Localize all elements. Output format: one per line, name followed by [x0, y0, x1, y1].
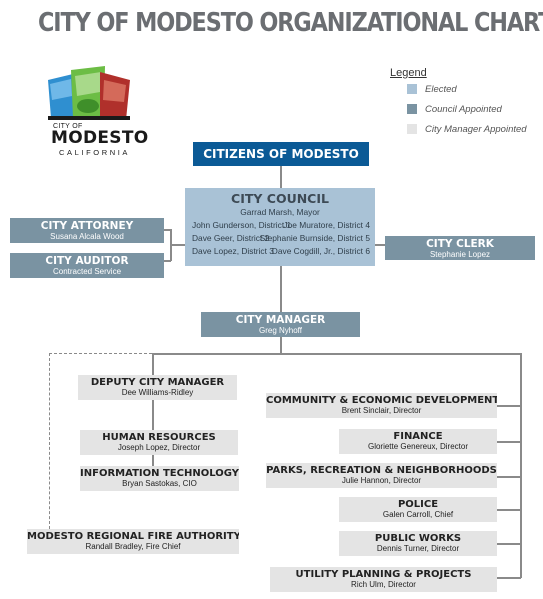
legend-item-manager-appointed: City Manager Appointed — [407, 122, 527, 136]
department-title: POLICE — [397, 499, 439, 510]
connector-parks — [497, 476, 521, 478]
connector-left-vertical — [170, 229, 172, 261]
legend-item-elected: Elected — [407, 82, 457, 96]
city-logo: CITY OF MODESTO CALIFORNIA — [42, 66, 148, 160]
logo-emblem-icon — [48, 66, 130, 120]
connector-dashed-horizontal — [49, 353, 152, 354]
connector-clerk — [375, 244, 385, 246]
connector-citizens-council — [280, 166, 282, 188]
clerk-name: Stephanie Lopez — [429, 250, 491, 259]
connector-attorney — [164, 229, 171, 231]
citizens-box: CITIZENS OF MODESTO — [193, 142, 369, 166]
connector-auditor — [164, 260, 171, 262]
department-title: FINANCE — [393, 431, 443, 442]
legend-label: City Manager Appointed — [425, 123, 527, 135]
legend-swatch-elected — [407, 84, 417, 94]
department-title: PUBLIC WORKS — [374, 533, 462, 544]
connector-council-left-branch — [170, 244, 185, 246]
legend-label: Elected — [425, 83, 457, 95]
human-resources-box: HUMAN RESOURCES Joseph Lopez, Director — [80, 430, 238, 455]
connector-finance — [497, 441, 521, 443]
council-member: Joe Muratore, District 4 — [283, 220, 370, 230]
information-technology-box: INFORMATION TECHNOLOGY Bryan Sastokas, C… — [80, 466, 239, 491]
city-attorney-box: CITY ATTORNEY Susana Alcala Wood — [10, 218, 164, 243]
citizens-title: CITIZENS OF MODESTO — [203, 147, 359, 161]
legend-item-council-appointed: Council Appointed — [407, 102, 502, 116]
council-member: Dave Geer, District 2 — [192, 233, 270, 243]
fire-chief: Randall Bradley, Fire Chief — [85, 542, 181, 551]
council-title: CITY COUNCIL — [231, 191, 329, 206]
connector-left-column — [152, 353, 154, 476]
council-member: Dave Cogdill, Jr., District 6 — [271, 246, 370, 256]
auditor-name: Contracted Service — [52, 267, 122, 276]
legend-swatch-council-appointed — [407, 104, 417, 114]
fire-title: MODESTO REGIONAL FIRE AUTHORITY — [27, 531, 239, 542]
police-box: POLICE Galen Carroll, Chief — [339, 497, 497, 522]
fire-authority-box: MODESTO REGIONAL FIRE AUTHORITY Randall … — [27, 529, 239, 554]
department-title: DEPUTY CITY MANAGER — [90, 377, 225, 388]
deputy-city-manager-box: DEPUTY CITY MANAGER Dee Williams-Ridley — [78, 375, 237, 400]
connector-horizontal-bus — [152, 353, 521, 355]
department-head: Julie Hannon, Director — [341, 476, 422, 485]
connector-dashed-vertical — [49, 353, 50, 529]
connector-manager-bus — [280, 337, 282, 354]
department-head: Bryan Sastokas, CIO — [122, 479, 197, 488]
council-member: Stephanie Burnside, District 5 — [259, 233, 370, 243]
connector-right-column — [520, 353, 522, 578]
department-title: UTILITY PLANNING & PROJECTS — [295, 569, 472, 580]
department-title: INFORMATION TECHNOLOGY — [80, 468, 239, 479]
clerk-title: CITY CLERK — [426, 238, 494, 250]
manager-title: CITY MANAGER — [235, 314, 326, 326]
attorney-title: CITY ATTORNEY — [40, 220, 134, 232]
connector-community — [497, 405, 521, 407]
legend-label: Council Appointed — [425, 103, 502, 115]
connector-council-manager — [280, 266, 282, 312]
department-head: Gloriette Genereux, Director — [367, 442, 469, 451]
department-head: Galen Carroll, Chief — [382, 510, 454, 519]
department-title: COMMUNITY & ECONOMIC DEVELOPMENT — [266, 395, 497, 406]
connector-police — [497, 509, 521, 511]
attorney-name: Susana Alcala Wood — [50, 232, 124, 241]
parks-recreation-neighborhoods-box: PARKS, RECREATION & NEIGHBORHOODS Julie … — [266, 463, 497, 488]
auditor-title: CITY AUDITOR — [45, 255, 129, 267]
department-head: Rich Ulm, Director — [351, 580, 416, 589]
logo-california: CALIFORNIA — [59, 148, 131, 157]
department-head: Dee Williams-Ridley — [121, 388, 194, 397]
city-manager-box: CITY MANAGER Greg Nyhoff — [201, 312, 360, 337]
connector-public-works — [497, 543, 521, 545]
manager-name: Greg Nyhoff — [259, 326, 302, 335]
department-head: Brent Sinclair, Director — [341, 406, 422, 415]
utility-planning-projects-box: UTILITY PLANNING & PROJECTS Rich Ulm, Di… — [270, 567, 497, 592]
department-head: Joseph Lopez, Director — [117, 443, 201, 452]
city-council-box: CITY COUNCIL Garrad Marsh, Mayor John Gu… — [185, 188, 375, 266]
council-member: Dave Lopez, District 3 — [192, 246, 274, 256]
city-auditor-box: CITY AUDITOR Contracted Service — [10, 253, 164, 278]
council-mayor: Garrad Marsh, Mayor — [240, 207, 320, 217]
department-title: HUMAN RESOURCES — [102, 432, 216, 443]
council-member: John Gunderson, District 1 — [192, 220, 292, 230]
finance-box: FINANCE Gloriette Genereux, Director — [339, 429, 497, 454]
public-works-box: PUBLIC WORKS Dennis Turner, Director — [339, 531, 497, 556]
community-economic-development-box: COMMUNITY & ECONOMIC DEVELOPMENT Brent S… — [266, 393, 497, 418]
legend-title: Legend — [390, 67, 427, 79]
department-head: Dennis Turner, Director — [376, 544, 460, 553]
city-clerk-box: CITY CLERK Stephanie Lopez — [385, 236, 535, 260]
logo-modesto: MODESTO — [51, 128, 149, 148]
connector-utility — [497, 577, 521, 579]
department-title: PARKS, RECREATION & NEIGHBORHOODS — [266, 465, 497, 476]
logo-city-of: CITY OF — [53, 123, 83, 130]
chart-title: CITY OF MODESTO ORGANIZATIONAL CHART — [38, 8, 543, 38]
legend-swatch-manager-appointed — [407, 124, 417, 134]
